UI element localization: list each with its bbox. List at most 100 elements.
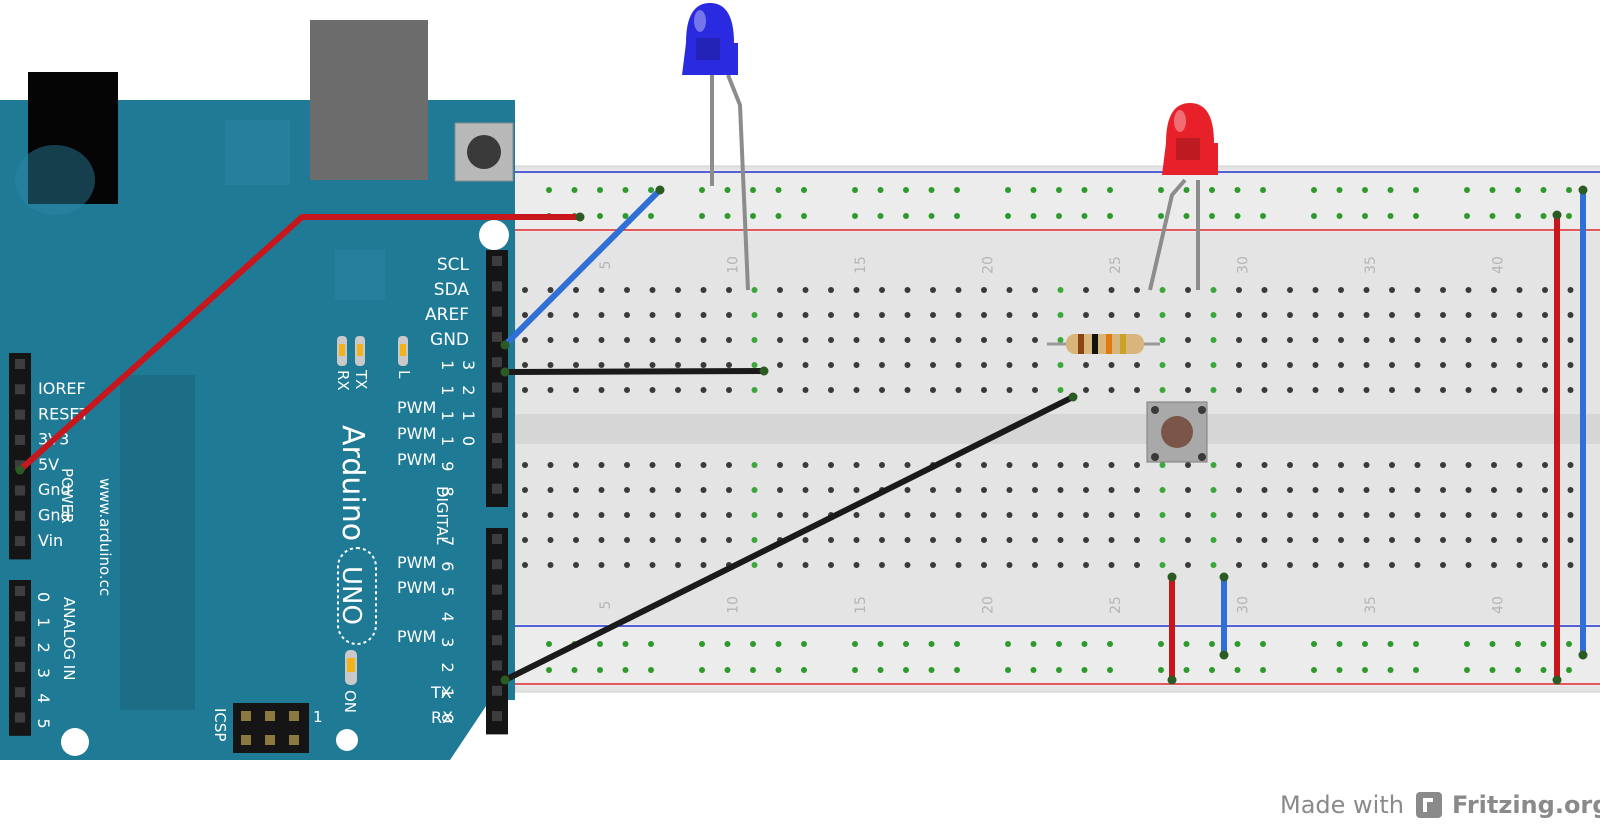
header-pin bbox=[15, 485, 25, 496]
breadboard-hole bbox=[1414, 362, 1421, 368]
breadboard-hole bbox=[1465, 337, 1472, 343]
breadboard-hole bbox=[1389, 312, 1395, 318]
breadboard-hole bbox=[1363, 312, 1370, 318]
rail-hole bbox=[1107, 641, 1113, 647]
rail-hole bbox=[597, 187, 603, 193]
breadboard-hole bbox=[879, 312, 885, 318]
rail-hole bbox=[1566, 187, 1572, 193]
breadboard-hole bbox=[1006, 487, 1013, 493]
breadboard-hole bbox=[1006, 287, 1013, 293]
column-number: 15 bbox=[853, 256, 869, 274]
breadboard-hole bbox=[1491, 362, 1497, 368]
usb-connector bbox=[310, 20, 428, 180]
breadboard-hole bbox=[1465, 462, 1472, 468]
led-lens bbox=[1162, 103, 1218, 175]
breadboard-hole bbox=[1032, 362, 1038, 368]
breadboard-hole bbox=[777, 287, 783, 293]
digital-pin-number: 2 bbox=[459, 385, 478, 395]
breadboard-hole bbox=[598, 337, 605, 343]
breadboard-hole bbox=[1236, 387, 1242, 393]
rail-hole bbox=[1464, 641, 1470, 647]
rail-hole bbox=[877, 641, 884, 647]
breadboard-hole bbox=[1159, 512, 1166, 518]
breadboard-hole bbox=[879, 462, 885, 468]
rail-hole bbox=[1183, 187, 1190, 193]
icsp-pin bbox=[289, 711, 299, 721]
breadboard-hole bbox=[879, 537, 885, 543]
analog-pin-number: 4 bbox=[34, 693, 53, 703]
breadboard-hole bbox=[1338, 537, 1344, 543]
rail-hole bbox=[903, 187, 909, 193]
header-label: AREF bbox=[425, 305, 469, 325]
rail-hole bbox=[750, 187, 756, 193]
breadboard-hole bbox=[1363, 287, 1370, 293]
rail-hole bbox=[1413, 641, 1419, 647]
breadboard-hole bbox=[573, 387, 579, 393]
breadboard-hole bbox=[955, 387, 962, 393]
header-pin bbox=[15, 510, 25, 521]
breadboard-hole bbox=[1236, 537, 1242, 543]
breadboard-hole bbox=[981, 287, 987, 293]
breadboard-hole bbox=[879, 287, 885, 293]
breadboard-hole bbox=[955, 362, 962, 368]
breadboard-hole bbox=[1006, 312, 1013, 318]
rail-hole bbox=[1030, 641, 1037, 647]
breadboard-hole bbox=[1185, 312, 1191, 318]
header-pin bbox=[15, 636, 25, 647]
column-number: 35 bbox=[1363, 596, 1379, 614]
on-led-light bbox=[347, 658, 355, 672]
breadboard-hole bbox=[1567, 362, 1574, 368]
rail-hole bbox=[903, 213, 909, 219]
column-number: 5 bbox=[598, 601, 614, 610]
mounting-hole bbox=[61, 728, 89, 756]
breadboard-hole bbox=[1083, 562, 1089, 568]
rail-hole bbox=[1336, 641, 1343, 647]
header-pin bbox=[492, 306, 502, 317]
breadboard-hole bbox=[930, 312, 936, 318]
breadboard-hole bbox=[1185, 337, 1191, 343]
breadboard-hole bbox=[751, 287, 758, 293]
breadboard-hole bbox=[751, 312, 758, 318]
breadboard-hole bbox=[1261, 337, 1268, 343]
breadboard-hole bbox=[853, 387, 860, 393]
breadboard-hole bbox=[1108, 462, 1115, 468]
rail-hole bbox=[1234, 641, 1241, 647]
rail-hole bbox=[1540, 641, 1547, 647]
header-pin bbox=[492, 483, 502, 494]
rail-hole bbox=[852, 187, 858, 193]
breadboard-hole bbox=[675, 337, 681, 343]
digital-header-top-body bbox=[486, 250, 508, 507]
rail-hole bbox=[928, 213, 935, 219]
breadboard-hole bbox=[802, 337, 809, 343]
breadboard-hole bbox=[522, 337, 528, 343]
breadboard-hole bbox=[1236, 462, 1242, 468]
breadboard-hole bbox=[700, 462, 707, 468]
rail-hole bbox=[877, 213, 884, 219]
breadboard-hole bbox=[1210, 537, 1217, 543]
rail-hole bbox=[750, 641, 756, 647]
breadboard-hole bbox=[1134, 462, 1140, 468]
breadboard-hole bbox=[547, 312, 554, 318]
breadboard-hole bbox=[726, 362, 732, 368]
wire-end bbox=[1167, 675, 1177, 685]
board-trace bbox=[225, 120, 290, 185]
credit-org: Fritzing.org bbox=[1451, 791, 1600, 819]
led-leg bbox=[726, 74, 750, 291]
breadboard-hole bbox=[1210, 362, 1217, 368]
breadboard-hole bbox=[853, 512, 860, 518]
rail-hole bbox=[1413, 667, 1419, 673]
icsp-pin bbox=[265, 735, 275, 745]
uno-outline bbox=[337, 547, 377, 645]
breadboard-hole bbox=[624, 562, 630, 568]
power-header bbox=[9, 353, 31, 560]
breadboard-hole bbox=[1185, 387, 1191, 393]
rail-hole bbox=[1311, 641, 1317, 647]
breadboard-hole bbox=[1516, 362, 1523, 368]
breadboard-hole bbox=[751, 487, 758, 493]
breadboard-hole bbox=[700, 487, 707, 493]
power-pin-label: Vin bbox=[38, 531, 63, 550]
digital-pin-number: 1 bbox=[459, 411, 478, 421]
column-number: 5 bbox=[598, 261, 614, 270]
header-pin bbox=[492, 331, 502, 342]
